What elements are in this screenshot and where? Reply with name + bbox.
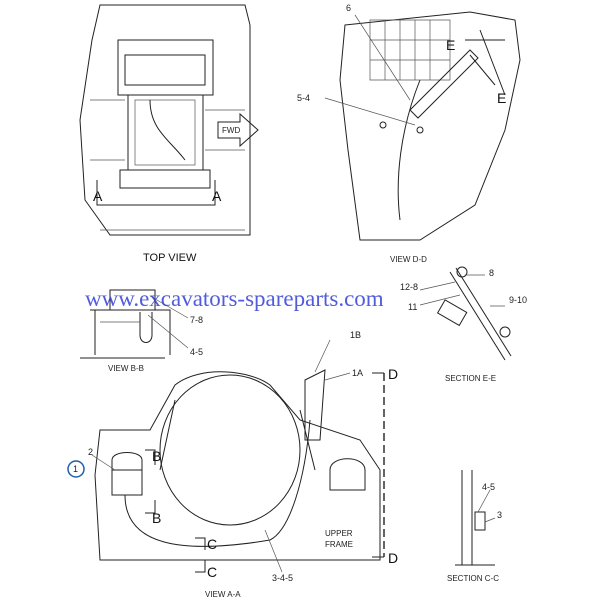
- section-ee: 8 12-8 11 9-10 SECTION E-E: [400, 266, 527, 383]
- section-ee-title: SECTION E-E: [445, 374, 496, 383]
- section-cc: 4-5 3 SECTION C-C: [447, 470, 502, 583]
- view-aa-title: VIEW A-A: [205, 590, 241, 599]
- callout-8: 8: [489, 268, 494, 278]
- section-b-bottom-label: B: [152, 510, 161, 526]
- callout-2: 2: [88, 447, 93, 457]
- section-e-top-label: E: [446, 37, 455, 53]
- section-e-bottom-label: E: [497, 90, 506, 106]
- callout-6: 6: [346, 3, 351, 13]
- fwd-arrow-label: FWD: [222, 126, 240, 135]
- section-c-bottom-label: C: [207, 564, 217, 580]
- watermark: www.excavators-spareparts.com: [85, 286, 384, 311]
- section-cc-title: SECTION C-C: [447, 574, 499, 583]
- upper-frame-label-1: UPPER: [325, 529, 353, 538]
- top-view-title: TOP VIEW: [143, 252, 197, 264]
- callout-7-8: 7-8: [190, 315, 203, 325]
- section-d-top-label: D: [388, 366, 398, 382]
- callout-3-cc: 3: [497, 510, 502, 520]
- top-view: A A FWD TOP VIEW: [79, 4, 259, 264]
- section-a-right-label: A: [212, 188, 222, 204]
- callout-12-8: 12-8: [400, 282, 418, 292]
- callout-1-highlight: [67, 460, 85, 478]
- view-dd: 6 5-4 E E VIEW D-D: [297, 3, 521, 264]
- callout-4-5-cc: 4-5: [482, 482, 495, 492]
- view-aa: 1B 1A D D 2 1 B B C C UPPER FRAME 3-4-5 …: [67, 330, 398, 599]
- callout-9-10: 9-10: [509, 295, 527, 305]
- view-bb-title: VIEW B-B: [108, 364, 144, 373]
- callout-1a: 1A: [352, 368, 363, 378]
- callout-11: 11: [408, 302, 417, 312]
- callout-4-5: 4-5: [190, 347, 203, 357]
- section-d-bottom-label: D: [388, 550, 398, 566]
- section-c-top-label: C: [207, 536, 217, 552]
- callout-3-4-5: 3-4-5: [272, 573, 293, 583]
- callout-5-4: 5-4: [297, 93, 310, 103]
- section-a-left-label: A: [93, 188, 103, 204]
- upper-frame-label-2: FRAME: [325, 540, 353, 549]
- view-bb: 7-8 4-5 VIEW B-B: [80, 289, 203, 373]
- callout-1b: 1B: [350, 330, 361, 340]
- section-b-top-label: B: [152, 448, 161, 464]
- view-dd-title: VIEW D-D: [390, 255, 427, 264]
- callout-1: 1: [73, 464, 78, 474]
